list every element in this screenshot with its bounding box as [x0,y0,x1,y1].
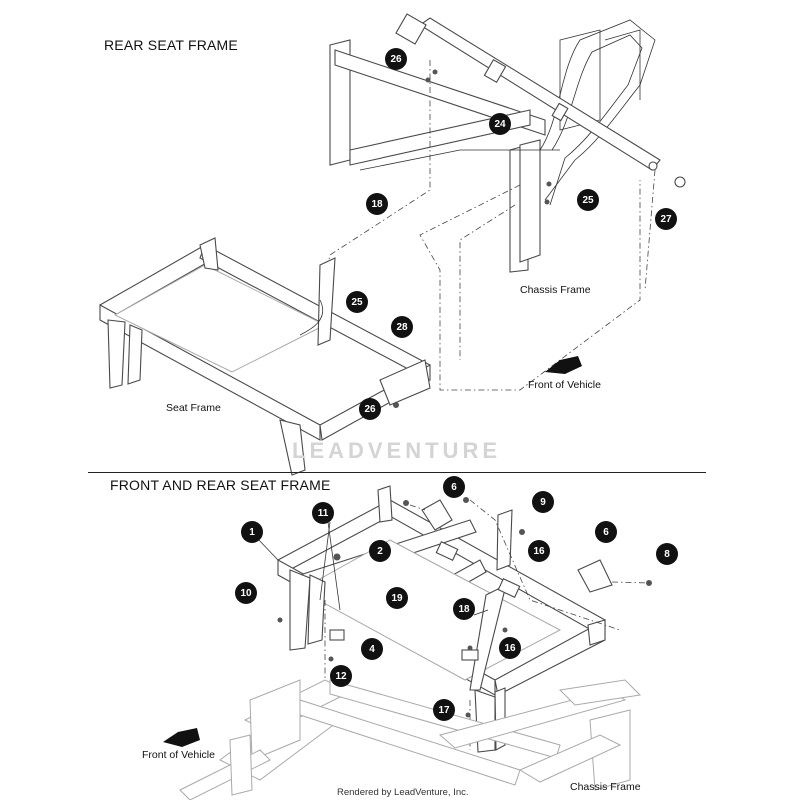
front-of-vehicle-label-bottom: Front of Vehicle [142,749,215,761]
callout-8: 8 [656,543,678,565]
callout-27: 27 [655,208,677,230]
callout-28: 28 [391,316,413,338]
callout-6-right: 6 [595,521,617,543]
chassis-frame-label-bottom: Chassis Frame [570,781,641,793]
callout-11: 11 [312,502,334,524]
callout-26-bottom: 26 [359,398,381,420]
callout-12: 12 [330,665,352,687]
seat-frame-label: Seat Frame [166,402,221,414]
rear-seat-frame-title: REAR SEAT FRAME [104,37,238,53]
seat-frame-assembly [277,485,606,753]
callout-1: 1 [241,521,263,543]
callout-18-top: 18 [366,193,388,215]
callout-17: 17 [433,699,455,721]
render-credit: Rendered by LeadVenture, Inc. [337,787,469,798]
front-of-vehicle-arrow-bottom [163,728,200,747]
callout-16-bottom: 16 [499,637,521,659]
chassis-frame-label-top: Chassis Frame [520,284,591,296]
watermark: LEADVENTURE [292,438,502,463]
callout-18-bottom: 18 [453,598,475,620]
callout-6-left: 6 [443,476,465,498]
callout-25-mid: 25 [346,291,368,313]
chassis-frame-bottom [179,679,642,800]
callout-9: 9 [532,491,554,513]
callout-2: 2 [369,540,391,562]
callout-4: 4 [361,638,383,660]
torsion-shaft [395,13,686,188]
callout-19: 19 [386,587,408,609]
callout-10: 10 [235,582,257,604]
front-of-vehicle-arrow-top [545,356,582,374]
callout-25-top: 25 [577,189,599,211]
callout-16-top: 16 [528,540,550,562]
chassis-frame-rear [329,19,656,273]
front-of-vehicle-label-top: Front of Vehicle [528,379,601,391]
section-divider [88,472,706,473]
seat-frame-top [99,237,431,476]
callout-24: 24 [489,113,511,135]
front-rear-seat-frame-title: FRONT AND REAR SEAT FRAME [110,477,331,493]
callout-26-top: 26 [385,48,407,70]
seat-hinge-brackets [277,497,652,718]
